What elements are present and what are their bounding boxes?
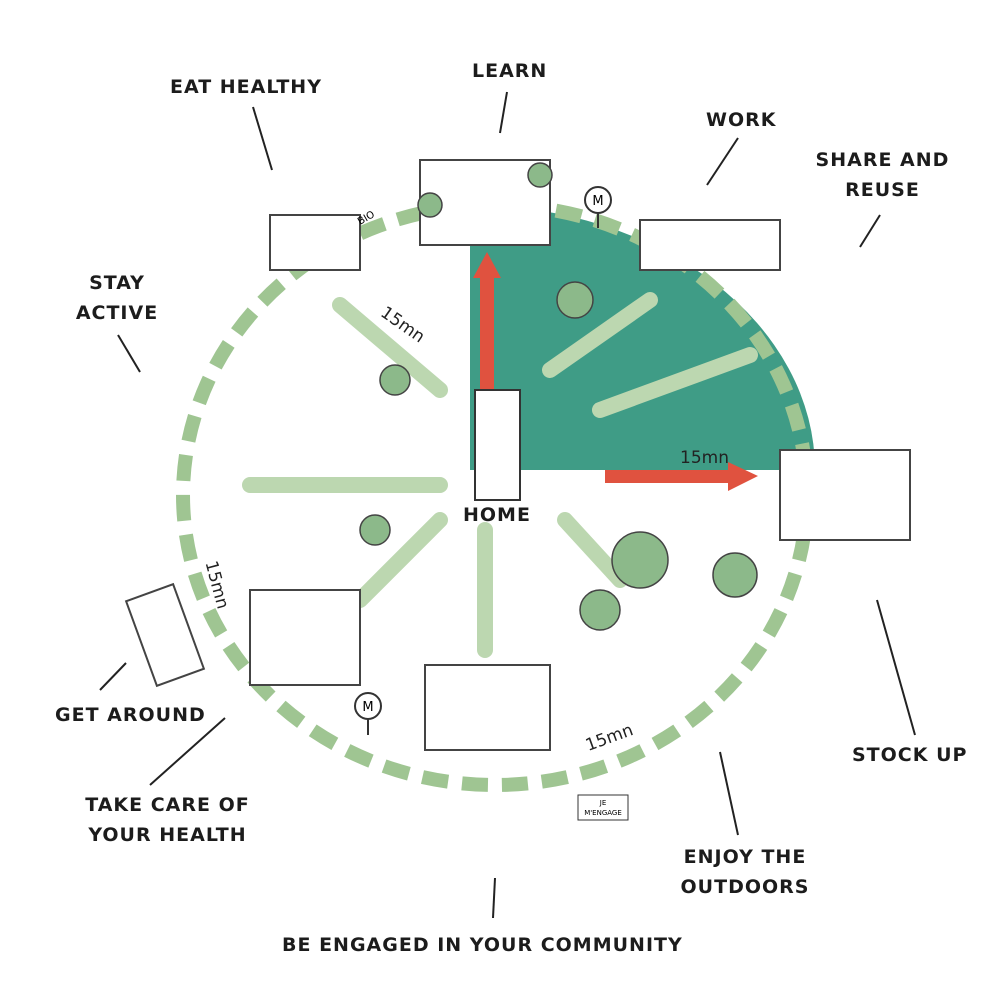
metro-sign-label: M	[592, 194, 603, 209]
red-arrows	[473, 252, 758, 491]
vignettes	[124, 159, 911, 751]
label-stock-up: STOCK UP	[852, 744, 968, 766]
walkable-sector	[470, 205, 815, 470]
home-building	[474, 389, 521, 501]
label-work: WORK	[706, 109, 777, 131]
label-learn: LEARN	[472, 60, 548, 82]
metro-sign-label: M	[362, 700, 373, 715]
engage-sign: JE	[599, 799, 607, 807]
trees	[359, 162, 758, 631]
label-get-around: GET AROUND	[55, 704, 206, 726]
label-community: BE ENGAGED IN YOUR COMMUNITY	[282, 934, 683, 956]
home-label: HOME	[463, 504, 531, 526]
distance-label: 15mn	[680, 448, 729, 468]
leader-lines	[99, 91, 916, 919]
streets	[242, 292, 758, 658]
label-eat-healthy: EAT HEALTHY	[170, 76, 322, 98]
engage-sign: M'ENGAGE	[584, 809, 622, 817]
metro-sign	[354, 186, 612, 735]
